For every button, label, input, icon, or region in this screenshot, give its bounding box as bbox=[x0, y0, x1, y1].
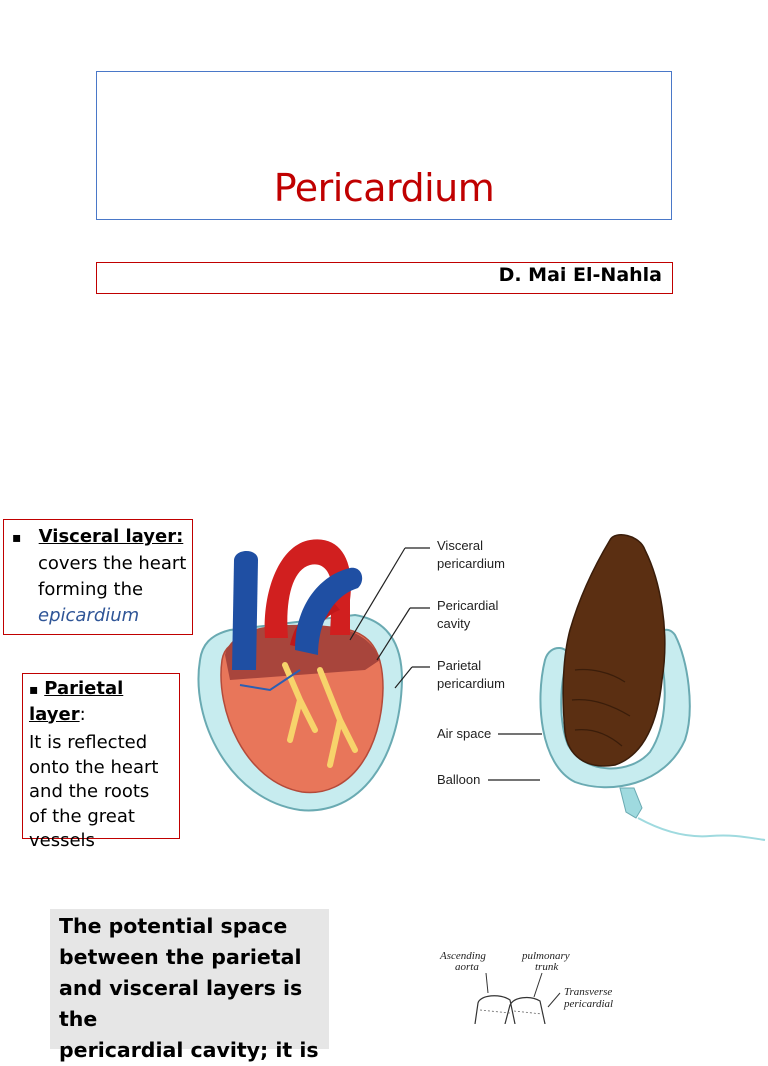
potential-line-4: pericardial cavity; it is bbox=[59, 1038, 319, 1062]
parietal-line-2: onto the heart bbox=[29, 756, 159, 778]
leader-cavity bbox=[376, 607, 411, 661]
visceral-layer-box: ▪ Visceral layer: covers the heart formi… bbox=[3, 519, 193, 635]
visceral-heading-line: ▪ Visceral layer: bbox=[12, 524, 192, 551]
parietal-heading-line: ▪ Parietal layer: bbox=[29, 677, 179, 727]
sketch-hatching bbox=[479, 1009, 543, 1015]
pulmonary-vein-shape bbox=[295, 567, 363, 655]
sketch-leader-2 bbox=[533, 972, 543, 998]
label-parietal-1: Parietal bbox=[437, 658, 481, 673]
label-visceral-1: Visceral bbox=[437, 538, 483, 553]
author-name: D. Mai El-Nahla bbox=[498, 264, 662, 286]
aorta-shape bbox=[264, 539, 351, 638]
leader-parietal bbox=[394, 666, 413, 689]
fist-knuckle-lines bbox=[571, 668, 631, 747]
parietal-heading: Parietal layer bbox=[29, 678, 124, 725]
sketch-leader-3 bbox=[547, 992, 561, 1008]
parietal-line-3: and the roots bbox=[29, 781, 150, 802]
balloon-string bbox=[637, 817, 766, 841]
balloon-tie bbox=[619, 787, 643, 819]
parietal-colon: : bbox=[79, 703, 86, 725]
potential-line-1: The potential space bbox=[59, 914, 288, 938]
label-cavity-1: Pericardial bbox=[437, 598, 499, 613]
label-air-space: Air space bbox=[437, 726, 491, 741]
superior-vena-cava-shape bbox=[232, 551, 258, 670]
sketch-label-transverse-1: Transverse bbox=[564, 986, 612, 998]
sketch-label-pulmonary-1: pulmonary bbox=[521, 950, 570, 962]
coronary-vessels bbox=[282, 662, 358, 768]
sinus-sketch: Ascending aorta pulmonary trunk Transver… bbox=[439, 950, 613, 1024]
sketch-leader-1 bbox=[485, 972, 489, 994]
title-box bbox=[96, 71, 672, 220]
potential-line-3: and visceral layers is the bbox=[59, 976, 303, 1031]
pericardium-figure: Visceral pericardium Pericardial cavity … bbox=[197, 534, 766, 841]
parietal-layer-box: ▪ Parietal layer: It is reflected onto t… bbox=[22, 673, 180, 851]
fist-shape bbox=[562, 534, 666, 767]
bullet-icon: ▪ bbox=[29, 682, 39, 698]
label-balloon: Balloon bbox=[437, 772, 480, 787]
visceral-line-3: epicardium bbox=[38, 605, 140, 626]
heart-upper-dark bbox=[225, 624, 380, 680]
potential-space-box: The potential space between the parietal… bbox=[50, 909, 329, 1062]
visceral-text: covers the heart forming the epicardium bbox=[12, 551, 192, 629]
parietal-line-4: of the great bbox=[29, 805, 135, 827]
sketch-label-ascending-2: aorta bbox=[455, 961, 479, 973]
label-visceral-2: pericardium bbox=[437, 556, 505, 571]
visceral-heading: Visceral layer: bbox=[38, 526, 184, 547]
leader-visceral bbox=[349, 547, 406, 641]
label-parietal-2: pericardium bbox=[437, 676, 505, 691]
visceral-line-2: forming the bbox=[38, 579, 144, 600]
coronary-vein bbox=[239, 669, 301, 692]
author-box bbox=[96, 262, 673, 294]
sketch-label-ascending-1: Ascending bbox=[439, 950, 486, 962]
parietal-line-1: It is reflected bbox=[29, 732, 148, 753]
bullet-icon: ▪ bbox=[12, 530, 22, 546]
sketch-vessels bbox=[474, 995, 546, 1024]
page-title: Pericardium bbox=[273, 166, 495, 210]
parietal-line-5: vessels bbox=[29, 830, 95, 851]
sketch-label-pulmonary-2: trunk bbox=[535, 961, 559, 973]
visceral-line-1: covers the heart bbox=[38, 553, 187, 574]
sketch-label-transverse-2: pericardial bbox=[563, 998, 613, 1010]
potential-line-2: between the parietal bbox=[59, 945, 302, 969]
label-cavity-2: cavity bbox=[437, 616, 471, 631]
